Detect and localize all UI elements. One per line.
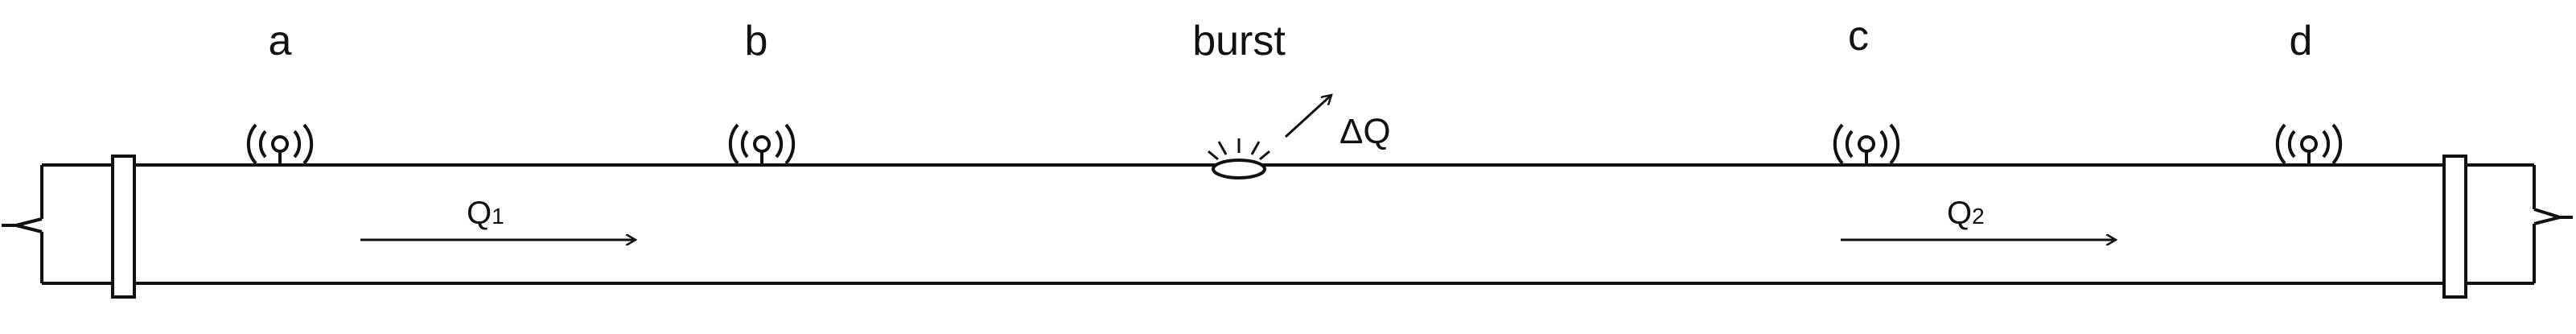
delta-q-label: ΔQ [1339, 112, 1391, 151]
burst-label: burst [1192, 18, 1286, 64]
pipe [42, 163, 2534, 285]
sensor-label-b: b [745, 18, 768, 64]
wireless-sensor-icon [246, 123, 314, 167]
burst-leak-icon [1208, 138, 1270, 179]
wireless-sensor-icon [2275, 123, 2343, 167]
pipe-break-icon [2, 165, 43, 283]
flow-label-q2: Q2 [1947, 196, 1985, 231]
pipe-break-icon [2533, 165, 2573, 283]
flange-icon [111, 155, 136, 299]
wireless-sensor-icon [1833, 123, 1900, 167]
sensor-label-c: c [1848, 13, 1869, 60]
sensor-label-a: a [269, 18, 292, 64]
delta-q-arrow [1284, 95, 1331, 138]
sensor-label-d: d [2290, 18, 2313, 64]
flange-icon [2442, 155, 2467, 299]
flow-label-q1: Q1 [467, 196, 504, 231]
wireless-sensor-icon [728, 123, 796, 167]
